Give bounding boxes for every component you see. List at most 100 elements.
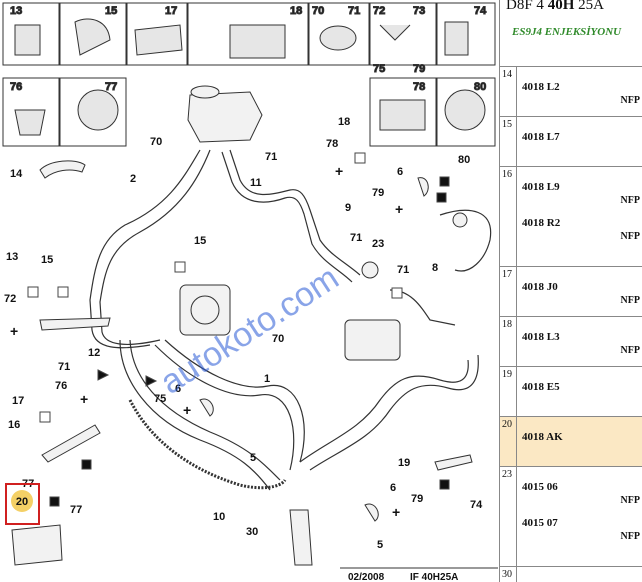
open-square-symbol [57, 286, 69, 298]
thumbnail-number[interactable]: 77 [105, 81, 118, 94]
thumbnail-frame [308, 2, 370, 66]
callout-label[interactable]: 13 [6, 251, 18, 263]
thumbnail-number[interactable]: 15 [105, 5, 118, 18]
part-reference[interactable]: 4018 L2 [522, 81, 560, 93]
callout-label[interactable]: 12 [88, 347, 100, 359]
filled-square-symbol [439, 479, 450, 490]
part-reference[interactable]: 4018 L9 [522, 181, 560, 193]
callout-label[interactable]: 6 [397, 166, 403, 178]
thumbnail-number[interactable]: 79 [413, 63, 426, 76]
callout-label[interactable]: 8 [432, 262, 438, 274]
callout-label[interactable]: 76 [55, 380, 67, 392]
callout-label[interactable]: 74 [470, 499, 483, 511]
parts-row[interactable]: 30 [500, 566, 642, 582]
callout-label[interactable]: 15 [194, 235, 206, 247]
part-reference[interactable]: 4018 L7 [522, 131, 560, 143]
callout-label[interactable]: 2 [130, 173, 136, 185]
hose-lower-1 [119, 339, 271, 491]
pump-pulley [190, 295, 220, 325]
callout-label[interactable]: 9 [345, 202, 351, 214]
parts-row[interactable]: 20 4018 AK [500, 416, 642, 466]
part-reference[interactable]: 4015 07 [522, 517, 558, 529]
callout-label[interactable]: 71 [58, 361, 70, 373]
part-reference[interactable]: 4015 06 [522, 481, 558, 493]
callout-label[interactable]: 79 [411, 493, 423, 505]
open-square-symbol [39, 411, 51, 423]
thumbnail-number[interactable]: 70 [312, 5, 325, 18]
thumbnail-number[interactable]: 18 [290, 5, 303, 18]
callout-label[interactable]: 71 [350, 232, 362, 244]
highlight-marker [11, 490, 33, 512]
thumbnail-number[interactable]: 72 [373, 5, 386, 18]
row-number: 30 [500, 567, 517, 582]
callout-label[interactable]: 18 [338, 116, 350, 128]
callout-label[interactable]: 5 [250, 452, 256, 464]
parts-row[interactable]: 18 4018 L3 NFP [500, 316, 642, 366]
part-reference[interactable]: 4018 R2 [522, 217, 561, 229]
part-sketch [77, 89, 119, 131]
thumbnail-number[interactable]: 17 [165, 5, 178, 18]
thumbnail-number[interactable]: 13 [10, 5, 23, 18]
bracket-16 [41, 424, 101, 463]
row-number: 18 [500, 317, 517, 366]
callout-label[interactable]: 70 [150, 136, 162, 148]
part-sketch [229, 24, 286, 59]
thumbnail-number[interactable]: 76 [10, 81, 23, 94]
callout-label[interactable]: 80 [458, 154, 470, 166]
callout-label[interactable]: 72 [4, 293, 16, 305]
callout-label[interactable]: 5 [377, 539, 383, 551]
callout-label[interactable]: 10 [213, 511, 225, 523]
callout-label[interactable]: 17 [12, 395, 24, 407]
thumbnail-number[interactable]: 71 [348, 5, 361, 18]
callout-label[interactable]: 77 [70, 504, 82, 516]
callout-label[interactable]: 75 [154, 393, 166, 405]
callout-label[interactable]: 79 [372, 187, 384, 199]
thumbnail-number[interactable]: 75 [373, 63, 386, 76]
part-reference[interactable]: 4018 E5 [522, 381, 560, 393]
callout-label[interactable]: 14 [10, 168, 23, 180]
hose-lower-6 [309, 354, 479, 471]
callout-label[interactable]: 70 [272, 333, 284, 345]
part-reference[interactable]: 4018 J0 [522, 281, 558, 293]
clip-14 [39, 160, 86, 179]
hose-lines [89, 149, 492, 491]
thumbnail-frame [2, 2, 60, 66]
callout-label[interactable]: 71 [397, 264, 409, 276]
hose-right-2 [221, 151, 353, 283]
thumbnail-number[interactable]: 80 [474, 81, 487, 94]
nfp-flag: NFP [620, 345, 640, 356]
thumbnail-number[interactable]: 74 [474, 5, 488, 18]
callout-label[interactable]: 6 [390, 482, 396, 494]
hose-lower-4 [164, 339, 305, 463]
callout-label[interactable]: 78 [326, 138, 338, 150]
engine-code-prefix: D8F 4 [506, 0, 548, 13]
callout-label[interactable]: 15 [41, 254, 53, 266]
thumbnail-number[interactable]: 78 [413, 81, 426, 94]
thumbnail-frame [59, 2, 127, 66]
hose-left-2 [99, 149, 211, 345]
callout-label[interactable]: 6 [175, 383, 181, 395]
highlighted-callout[interactable]: 20 [16, 496, 28, 508]
callout-label[interactable]: 11 [250, 177, 262, 189]
part-reference[interactable]: 4018 AK [522, 431, 563, 443]
engine-label: ES9J4 ENJEKSİYONU [512, 26, 622, 38]
callout-label[interactable]: 16 [8, 419, 20, 431]
callout-label[interactable]: 30 [246, 526, 258, 538]
part-reference[interactable]: 4018 L3 [522, 331, 560, 343]
filled-square-symbol [439, 176, 450, 187]
callout-label[interactable]: 23 [372, 238, 384, 250]
callout-label[interactable]: 19 [398, 457, 410, 469]
thumbnail-number[interactable]: 73 [413, 5, 426, 18]
hose-lower-5 [299, 359, 469, 463]
callout-label[interactable]: 71 [265, 151, 277, 163]
part-thumbnails: 13 15 17 18 70 71 72 73 74 75 79 76 77 78 80 78 [2, 2, 496, 147]
callout-label[interactable]: 1 [264, 373, 270, 385]
row-number: 20 [500, 417, 517, 466]
